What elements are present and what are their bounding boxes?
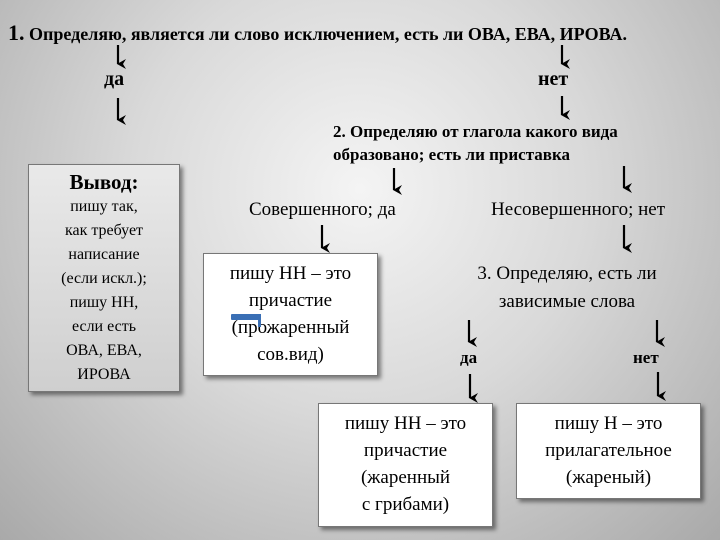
aspect-imperfective-label: Несовершенного; нет bbox=[491, 199, 666, 220]
step1-number: 1. bbox=[8, 20, 25, 45]
box-line: причастие bbox=[363, 440, 448, 461]
conclusion-line: если есть bbox=[71, 318, 137, 335]
box-line: (прожаренный bbox=[231, 317, 350, 338]
branch1-yes-label: да bbox=[104, 68, 125, 90]
step2-line2: образовано; есть ли приставка bbox=[333, 145, 570, 164]
conclusion-line: как требует bbox=[64, 222, 144, 239]
box-line: пишу НН – это bbox=[344, 413, 467, 434]
box-line: (жареный) bbox=[565, 467, 652, 488]
box-line: причастие bbox=[248, 290, 333, 311]
conclusion-line: пишу НН, bbox=[69, 294, 139, 311]
conclusion-box: Вывод: пишу так, как требует написание (… bbox=[28, 164, 180, 392]
step3-line1: 3. Определяю, есть ли bbox=[477, 263, 657, 284]
participle-perfective-box: пишу НН – это причастие (прожаренный сов… bbox=[203, 253, 378, 376]
aspect-perfective-label: Совершенного; да bbox=[249, 199, 396, 220]
conclusion-line: ИРОВА bbox=[77, 366, 131, 383]
conclusion-title: Вывод: bbox=[69, 170, 139, 194]
box-line: пишу НН – это bbox=[229, 263, 352, 284]
step1-heading: 1. Определяю, является ли слово исключен… bbox=[8, 20, 718, 46]
adjective-box: пишу Н – это прилагательное (жареный) bbox=[516, 403, 701, 499]
conclusion-line: (если искл.); bbox=[61, 270, 147, 287]
conclusion-lines: пишу так, как требует написание (если ис… bbox=[29, 195, 179, 387]
step3-question: 3. Определяю, есть ли зависимые слова bbox=[444, 260, 690, 316]
box-line: прилагательное bbox=[545, 440, 672, 461]
branch1-no-label: нет bbox=[538, 68, 569, 90]
conclusion-line: ОВА, ЕВА, bbox=[66, 342, 142, 359]
cursor-marker-icon bbox=[231, 314, 261, 327]
step1-text: Определяю, является ли слово исключением… bbox=[29, 24, 627, 44]
step3-line2: зависимые слова bbox=[498, 291, 636, 312]
branch3-yes-label: да bbox=[460, 348, 478, 367]
conclusion-line: написание bbox=[68, 246, 140, 263]
box-line: (жаренный bbox=[360, 467, 451, 488]
box-line: сов.вид) bbox=[257, 344, 324, 365]
box-line: пишу Н – это bbox=[554, 413, 663, 434]
participle-dependent-box: пишу НН – это причастие (жаренный с гриб… bbox=[318, 403, 493, 527]
branch3-no-label: нет bbox=[633, 348, 659, 367]
step2-line1: 2. Определяю от глагола какого вида bbox=[333, 122, 618, 141]
box-line: с грибами) bbox=[361, 494, 450, 515]
step2-question: 2. Определяю от глагола какого вида обра… bbox=[333, 120, 618, 166]
conclusion-line: пишу так, bbox=[70, 198, 138, 215]
